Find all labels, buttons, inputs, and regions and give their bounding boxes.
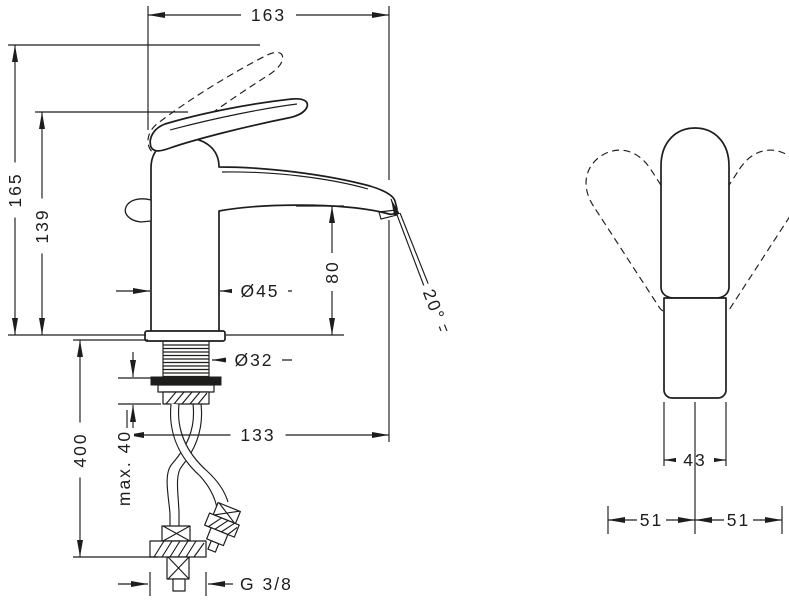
spout-contour-line: [221, 171, 369, 190]
dim-total-width-label: 163: [251, 5, 286, 25]
hose-connector-bottom: [149, 525, 207, 592]
drain-lever: [124, 198, 152, 223]
dim-spout-height-label: 80: [322, 260, 342, 283]
dim-hose-length-label: 400: [70, 432, 90, 467]
dim-spout-height: 80: [226, 205, 344, 336]
hose-fitting-right: [204, 501, 241, 553]
lever-handle: [149, 97, 309, 152]
dim-mount-thickness: max. 40: [114, 352, 161, 508]
dim-spout-angle: 20°: [390, 198, 452, 332]
dim-height-handle: 139: [32, 111, 188, 335]
dim-spout-angle-label: 20°: [419, 286, 449, 323]
mounting-washer: [157, 384, 215, 393]
faucet-silhouette: [150, 137, 398, 335]
dim-swing-left-label: 51: [640, 510, 663, 530]
threaded-shank: [162, 341, 210, 378]
base-plate: [144, 330, 226, 342]
dim-height-max-label: 165: [5, 172, 25, 207]
side-body: [663, 297, 727, 399]
supply-hose-right: [166, 403, 203, 526]
mounting-flange: [150, 376, 222, 386]
lever-handle-edge-line: [169, 103, 298, 131]
dim-connection-thread-label: G 3/8: [240, 574, 293, 594]
dim-base-diameter: Ø45: [116, 281, 292, 301]
front-view: [124, 51, 398, 592]
side-view: [585, 127, 789, 399]
dim-height-handle-label: 139: [32, 208, 52, 243]
dim-swing-right-label: 51: [727, 510, 750, 530]
side-handle: [660, 127, 730, 299]
dim-shank-diameter: Ø32: [212, 350, 292, 370]
dim-shank-diameter-label: Ø32: [234, 350, 273, 370]
dim-base-diameter-label: Ø45: [240, 281, 279, 301]
dim-hose-length: 400: [70, 339, 158, 558]
dim-height-max: 165: [5, 44, 260, 336]
dim-mount-thickness-label: max. 40: [114, 430, 134, 506]
dim-total-width: 163: [147, 5, 390, 180]
dim-side-width-label: 43: [683, 450, 706, 470]
dim-handle-swing: 51 51: [607, 402, 783, 534]
supply-hose-left: [169, 403, 229, 509]
mounting-nut: [162, 391, 210, 405]
dim-connection-thread: G 3/8: [118, 572, 293, 596]
dim-reach-label: 133: [240, 425, 275, 445]
